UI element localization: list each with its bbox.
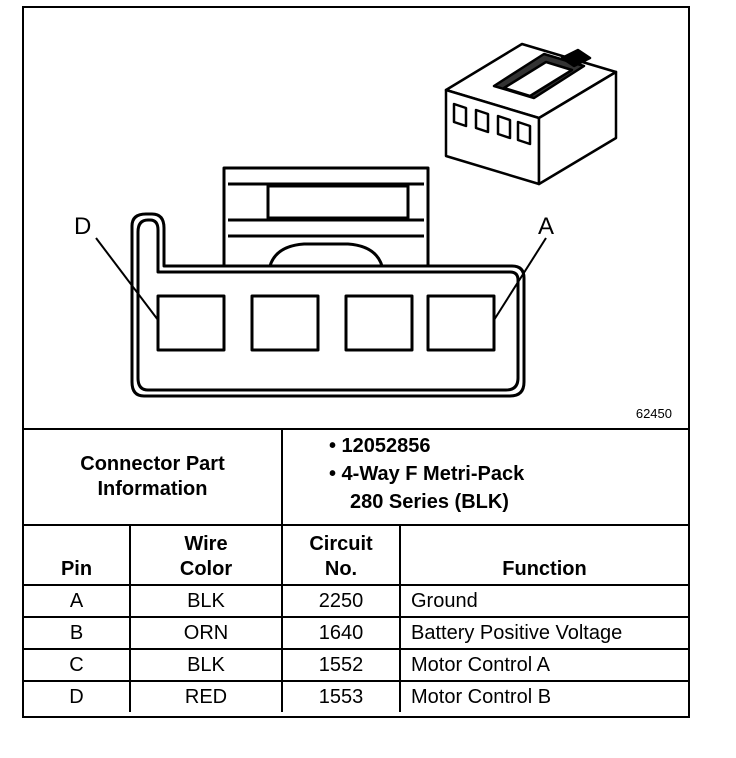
part-number: • 12052856	[329, 435, 431, 457]
circuit-cell: 1553	[281, 680, 401, 712]
connector-face-diagram: D A	[74, 42, 618, 398]
cavity-d	[156, 294, 226, 352]
connector-info-table: Connector Part Information • 12052856 • …	[24, 428, 688, 712]
wire-color-header: Wire Color	[129, 524, 283, 586]
connector-part-row: Connector Part Information • 12052856 • …	[24, 428, 688, 526]
wire-color-cell: ORN	[129, 616, 283, 650]
table-row: B ORN 1640 Battery Positive Voltage	[24, 616, 688, 650]
pin-cell: C	[24, 648, 131, 682]
connector-face	[95, 166, 547, 398]
pin-d-label: D	[74, 213, 91, 240]
function-cell: Motor Control A	[399, 648, 688, 682]
circuit-cell: 2250	[281, 584, 401, 618]
connector-part-heading-line2: Information	[97, 478, 208, 500]
table-row: A BLK 2250 Ground	[24, 584, 688, 618]
column-header-row: Pin Wire Color Circuit No. Function	[24, 524, 688, 586]
function-cell: Ground	[399, 584, 688, 618]
pin-header: Pin	[24, 524, 131, 586]
pin-cell: A	[24, 584, 131, 618]
function-header: Function	[399, 524, 688, 586]
connector-part-details: • 12052856 • 4-Way F Metri-Pack 280 Seri…	[281, 428, 688, 526]
function-cell: Motor Control B	[399, 680, 688, 712]
cavity-b	[344, 294, 414, 352]
wire-color-cell: BLK	[129, 648, 283, 682]
table-row: C BLK 1552 Motor Control A	[24, 648, 688, 682]
cavity-a	[426, 294, 496, 352]
connector-isometric-icon	[444, 42, 618, 186]
circuit-cell: 1552	[281, 648, 401, 682]
connector-diagram-frame: D A 62450 Connector Part Information • 1…	[22, 6, 690, 718]
wire-color-cell: RED	[129, 680, 283, 712]
connector-description-line1: • 4-Way F Metri-Pack	[329, 463, 525, 485]
connector-part-heading-line1: Connector Part	[80, 453, 225, 475]
circuit-number-header: Circuit No.	[281, 524, 401, 586]
circuit-cell: 1640	[281, 616, 401, 650]
wire-color-cell: BLK	[129, 584, 283, 618]
connector-description-line2: 280 Series (BLK)	[350, 491, 509, 513]
connector-part-heading: Connector Part Information	[24, 428, 283, 526]
pin-cell: D	[24, 680, 131, 712]
pin-cell: B	[24, 616, 131, 650]
table-row: D RED 1553 Motor Control B	[24, 680, 688, 712]
figure-id: 62450	[635, 406, 672, 421]
pin-a-label: A	[538, 213, 554, 240]
cavity-c	[250, 294, 320, 352]
function-cell: Battery Positive Voltage	[399, 616, 688, 650]
